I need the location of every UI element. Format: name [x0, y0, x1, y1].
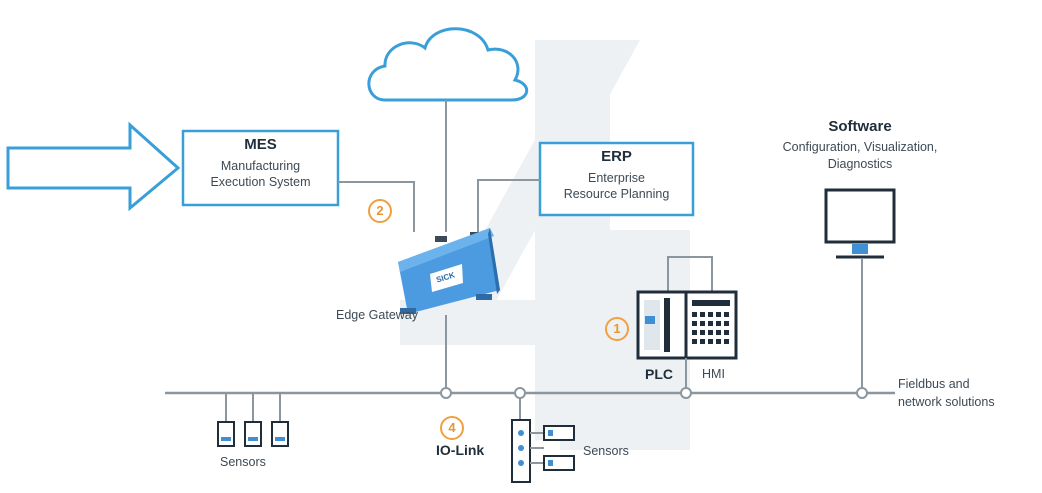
mes-line1: Manufacturing — [220, 159, 301, 173]
iolink-label: IO-Link — [436, 442, 485, 458]
erp-link — [477, 179, 540, 232]
software-title: Software — [828, 118, 892, 135]
badge-four: 4 — [440, 416, 464, 440]
erp-line1: Enterprise — [588, 171, 645, 185]
mes-box — [181, 129, 340, 207]
monitor-icon — [824, 188, 896, 259]
iolink-master — [511, 398, 575, 483]
sensors-left-label: Sensors — [220, 455, 266, 469]
software-line1: Configuration, Visualization, — [782, 140, 938, 154]
erp-title: ERP — [601, 148, 632, 165]
fieldbus-line1: Fieldbus and — [898, 377, 970, 391]
mes-line2: Execution System — [210, 175, 311, 189]
fieldbus-line2: network solutions — [898, 395, 995, 409]
badge-one: 1 — [605, 317, 629, 341]
sensors-right-label: Sensors — [583, 444, 629, 458]
sensors-left-group — [217, 393, 289, 447]
software-line2: Diagnostics — [827, 157, 893, 171]
edge-gateway-label: Edge Gateway — [336, 308, 418, 322]
erp-line2: Resource Planning — [563, 187, 670, 201]
badge-two: 2 — [368, 199, 392, 223]
bus-nodes — [440, 387, 868, 399]
input-arrow — [6, 121, 181, 212]
cloud-icon — [367, 27, 529, 102]
mes-link — [338, 181, 415, 232]
edge-gateway-device — [398, 228, 500, 314]
hmi-label: HMI — [702, 367, 725, 381]
plc-label: PLC — [645, 366, 673, 382]
plc-hmi-device — [636, 256, 738, 360]
mes-title: MES — [244, 136, 277, 153]
